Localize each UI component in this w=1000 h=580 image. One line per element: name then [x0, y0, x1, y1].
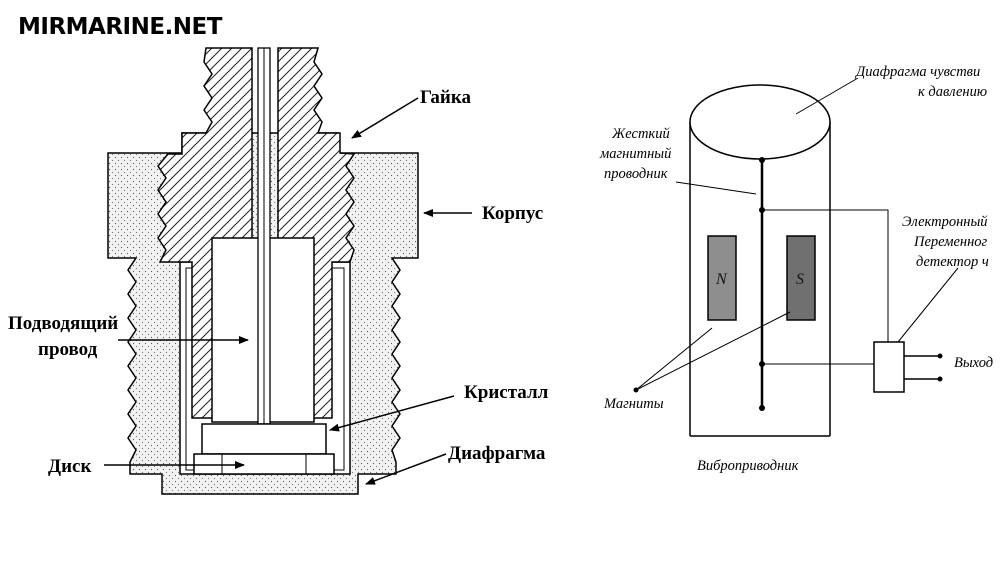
output-terminal-1 [937, 353, 943, 359]
label-lead-wire-line1: Подводящий [8, 313, 118, 334]
south-pole-label: S [796, 271, 804, 288]
label-rigid-conductor-line2: магнитный [599, 146, 672, 162]
label-pressure-diaphragm-line1: Диафрагма чувстви [854, 64, 980, 80]
wire-upper [762, 209, 889, 342]
crystal-pointer [329, 395, 455, 432]
label-disk: Диск [48, 456, 91, 477]
label-crystal: Кристалл [464, 382, 549, 403]
north-pole-label: N [715, 271, 728, 288]
label-body: Корпус [482, 203, 543, 224]
label-pressure-diaphragm-line2: к давлению [918, 84, 987, 100]
brand-logo: MIRMARINE.NET [18, 14, 223, 40]
label-caption: Виброприводник [697, 458, 799, 474]
label-electronic-line1: Электронный [902, 214, 988, 230]
magnet-south [786, 235, 816, 321]
rigid-conductor-leader [675, 181, 757, 195]
diaphragm-leader [795, 77, 859, 115]
label-lead-wire-line2: провод [38, 339, 98, 360]
vibration-transducer-diagram: N S Диафрагма чувстви к давлению Жесткий… [599, 64, 993, 474]
label-rigid-conductor-line3: проводник [604, 166, 668, 182]
rod-top-joint [759, 157, 765, 163]
magnet-n-leader [635, 327, 713, 391]
pressure-diaphragm [689, 84, 831, 160]
diaphragm-pointer [365, 453, 447, 485]
label-rigid-conductor-line1: Жесткий [611, 126, 670, 142]
label-electronic-line3: детектор ч [916, 254, 989, 270]
label-magnets: Магниты [603, 396, 664, 412]
magnet-s-leader [635, 311, 791, 391]
crystal-element [201, 423, 327, 455]
piezo-sensor-diagram: Гайка Корпус Подводящий провод Кристалл … [8, 47, 549, 495]
nut-pointer [351, 97, 419, 139]
magnet-north [707, 235, 737, 321]
label-diaphragm: Диафрагма [448, 443, 546, 464]
electronic-detector-box [873, 341, 905, 393]
output-terminal-2 [937, 376, 943, 382]
detector-leader [897, 267, 959, 343]
label-nut: Гайка [420, 87, 472, 108]
label-output: Выход [954, 355, 993, 371]
label-electronic-line2: Переменног [913, 234, 988, 250]
rod-bottom-joint [759, 405, 765, 411]
disk-element [193, 453, 335, 475]
magnets-leader-origin [633, 387, 639, 393]
